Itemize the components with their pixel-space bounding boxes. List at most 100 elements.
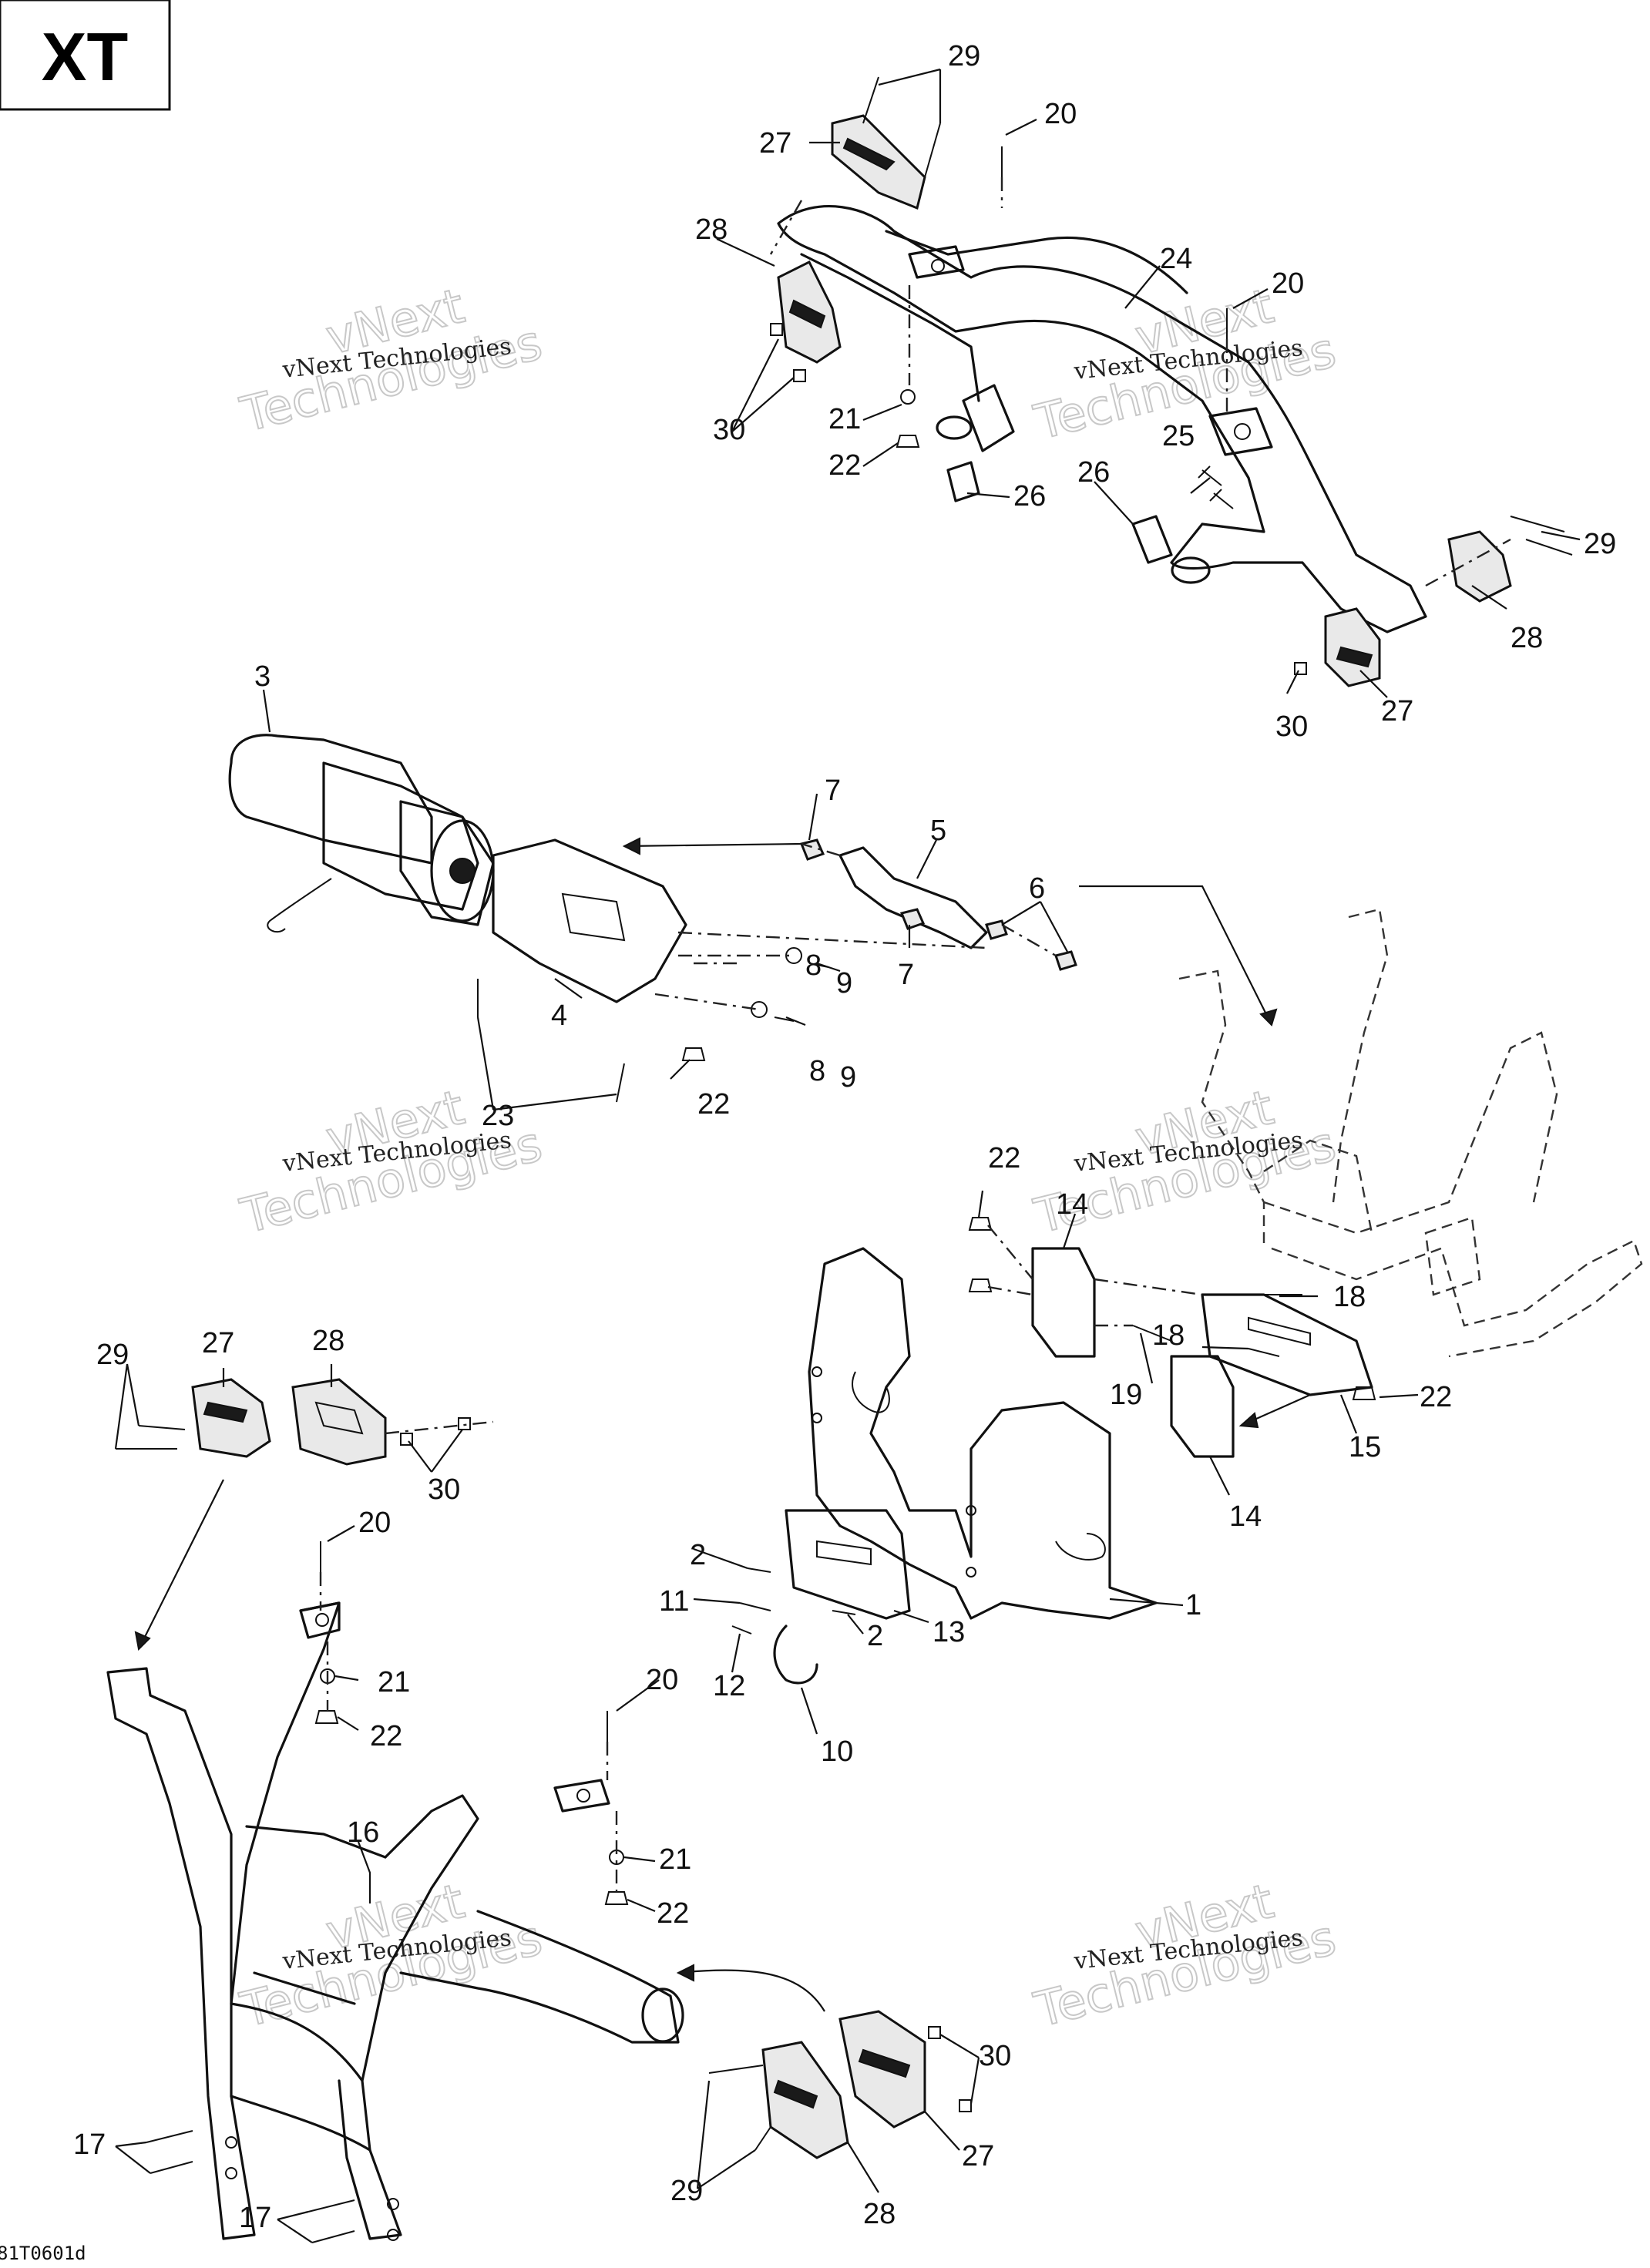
- screw-29-right-a: [1510, 516, 1565, 533]
- front-bumper-assembly: [106, 1378, 972, 2243]
- front-bumper-plate: [808, 1247, 1158, 1620]
- vehicle-frame-ghost: [1079, 885, 1643, 1358]
- nut-30-bottom-a: [928, 2026, 941, 2039]
- fairlead-13: [785, 1509, 911, 1620]
- callout-28-top: 28: [695, 213, 728, 246]
- winch-gearbox: [399, 800, 495, 926]
- callout-14-upper: 14: [1056, 1188, 1088, 1221]
- clamp-28-right: [1447, 530, 1512, 603]
- callout-13: 13: [933, 1616, 965, 1648]
- washer-21-top: [900, 389, 916, 405]
- mount-plate-15-slot: [1248, 1316, 1311, 1346]
- washer-8-lower: [751, 1001, 768, 1018]
- callout-29-left: 29: [96, 1339, 129, 1371]
- callout-12: 12: [713, 1670, 745, 1702]
- screw-29-top-a: [862, 76, 879, 124]
- end-cap-27-top-stripes: [842, 137, 896, 171]
- frame-upright-right: [1332, 908, 1389, 1203]
- callout-5: 5: [930, 815, 946, 847]
- callout-8-lower: 8: [809, 1055, 825, 1087]
- front-bumper-tube-end: [641, 1987, 684, 2043]
- bolt-17-right-b: [311, 2230, 355, 2243]
- callout-17-right: 17: [239, 2202, 271, 2234]
- model-badge-label: XT: [42, 18, 128, 95]
- callout-27-left: 27: [202, 1327, 234, 1359]
- callout-28-right: 28: [1511, 622, 1543, 654]
- bolt-2-lower: [832, 1610, 856, 1615]
- callout-16: 16: [347, 1816, 379, 1849]
- front-bumper-plate-hook-left: [852, 1371, 890, 1413]
- rear-bumper-tube-end-left: [936, 415, 973, 440]
- rear-bumper-mount-plate-right: [1208, 407, 1273, 456]
- clamp-bottom-direction-arrow: [677, 1969, 825, 2012]
- front-bumper-mount-plate-right: [553, 1779, 610, 1813]
- clip-12: [731, 1625, 752, 1635]
- callout-29-right: 29: [1584, 528, 1616, 560]
- callout-30-bottom: 30: [979, 2040, 1011, 2072]
- watermark-bottom-right: vNext Technologies vNext Technologies: [1028, 1872, 1342, 2039]
- callout-2-lower: 2: [867, 1620, 883, 1652]
- callout-2-upper: 2: [690, 1539, 706, 1571]
- callout-20-right: 20: [1272, 267, 1304, 300]
- screw-29-top-b: [924, 123, 941, 178]
- nut-6-upper: [985, 919, 1008, 940]
- callout-9-lower: 9: [840, 1061, 856, 1094]
- callout-28-left: 28: [312, 1325, 344, 1357]
- frame-brace: [1263, 1139, 1373, 1234]
- callout-9-upper: 9: [836, 967, 852, 1000]
- callout-30-top: 30: [713, 414, 745, 446]
- callout-29-bottom: 29: [670, 2175, 703, 2207]
- bolt-19: [1132, 1325, 1172, 1342]
- callout-25: 25: [1162, 420, 1195, 452]
- bolt-25-a: [1198, 465, 1222, 486]
- callout-labels: 29 27 20 28 24 20 30 21 22 26 26 25 29 2…: [73, 40, 1616, 2234]
- frame-crossmember: [1263, 1031, 1558, 1235]
- winch-alignment-lines: [654, 842, 1057, 1011]
- bolt-9-lower: [774, 1016, 795, 1022]
- nut-30-top-a: [770, 323, 783, 336]
- rear-bumper-tube-inner: [800, 253, 980, 402]
- rear-bumper-tube-end-right: [1171, 556, 1211, 584]
- winch-assembly: [228, 734, 1077, 1103]
- callout-20-top: 20: [1044, 98, 1077, 130]
- callout-1: 1: [1185, 1589, 1201, 1621]
- bracket-26-right: [1131, 515, 1173, 564]
- nut-30-bottom-b: [959, 2099, 972, 2112]
- callout-8-upper: 8: [805, 949, 822, 982]
- callout-24: 24: [1160, 243, 1192, 275]
- callout-22-right: 22: [1420, 1381, 1452, 1413]
- callout-leaders: [114, 68, 1581, 2243]
- nut-22-top: [896, 435, 920, 448]
- nut-22-spacer-a: [968, 1217, 993, 1231]
- screw-29-left-a: [138, 1425, 186, 1430]
- clamp-28-left-window: [314, 1401, 364, 1435]
- callout-20-left: 20: [358, 1507, 391, 1539]
- callout-27-bottom: 27: [962, 2140, 994, 2172]
- bolt-17-left-a: [146, 2130, 193, 2143]
- nut-6-lower: [1054, 950, 1077, 971]
- winch-drum: [322, 761, 479, 911]
- diagram-reference-code: 81T0601d: [0, 2243, 86, 2264]
- frame-lower-rail: [1271, 1239, 1643, 1358]
- rear-bumper-mount-plate-left: [962, 384, 1015, 452]
- clamp-28-bottom-stripes: [773, 2079, 818, 2109]
- clamp-left-direction-arrow: [138, 1479, 224, 1650]
- callout-6: 6: [1029, 872, 1045, 905]
- callout-10: 10: [821, 1735, 853, 1768]
- rear-bumper-tube: [777, 205, 1427, 633]
- callout-18-upper: 18: [1333, 1281, 1366, 1313]
- model-badge: XT: [0, 0, 171, 111]
- callout-30-right: 30: [1275, 711, 1308, 743]
- fairlead-13-slot: [816, 1540, 872, 1566]
- callout-22-top: 22: [828, 449, 861, 482]
- callout-18-lower: 18: [1152, 1319, 1185, 1352]
- front-bumper-mount-plate-left: [299, 1601, 341, 1639]
- winch-hook-10: [773, 1625, 818, 1685]
- screw-29-bottom-a: [708, 2065, 764, 2074]
- callout-22-plate: 22: [988, 1142, 1020, 1174]
- winch-direction-arrow: [623, 842, 802, 848]
- nut-22-spacer-b: [968, 1278, 993, 1292]
- front-bumper-plate-hook-right: [1055, 1533, 1106, 1561]
- bolt-2-upper: [747, 1567, 771, 1573]
- callout-15: 15: [1349, 1431, 1381, 1463]
